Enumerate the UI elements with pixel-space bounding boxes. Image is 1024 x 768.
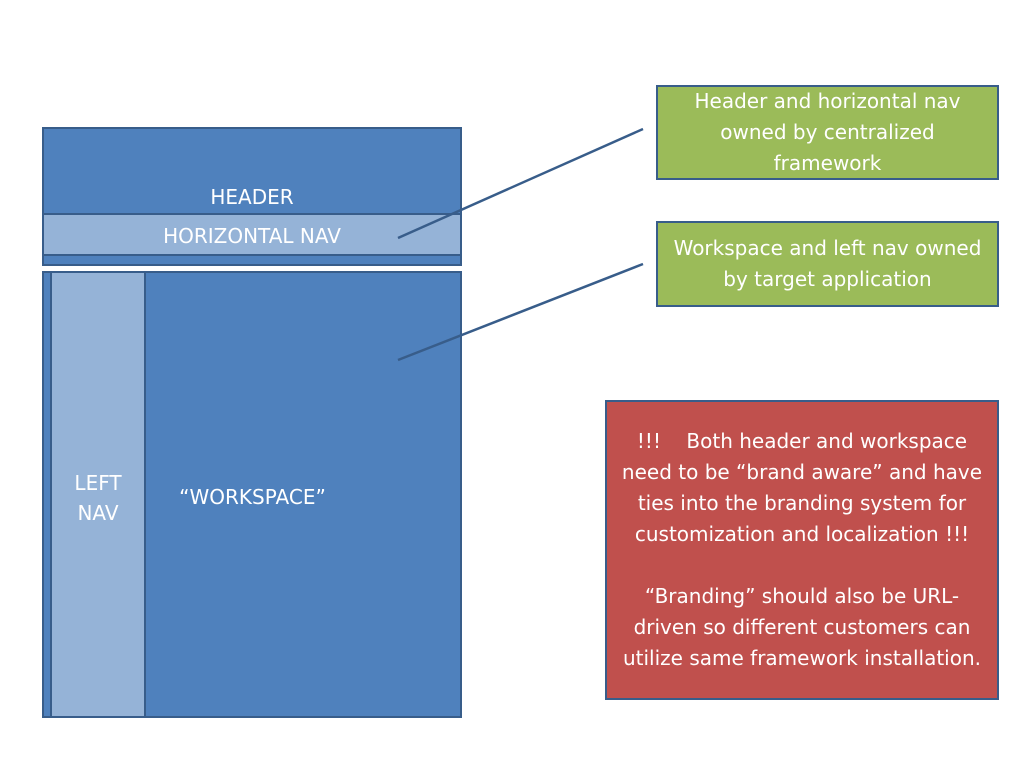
header-nav-ownership-text: Header and horizontal nav owned by centr… <box>694 89 961 175</box>
left-nav-column <box>50 271 146 718</box>
branding-requirements-para-2: “Branding” should also be URL-driven so … <box>622 584 982 670</box>
workspace-ownership-text: Workspace and left nav owned by target a… <box>673 236 982 291</box>
horizontal-nav-bar <box>42 213 462 256</box>
branding-requirements-para-1: !!! Both header and workspace need to be… <box>621 429 989 546</box>
workspace-ownership-note: Workspace and left nav owned by target a… <box>656 221 999 307</box>
left-nav-label: LEFT NAV <box>74 471 122 525</box>
workspace-label: “WORKSPACE” <box>179 485 326 509</box>
header-nav-ownership-note: Header and horizontal nav owned by centr… <box>656 85 999 180</box>
horizontal-nav-label: HORIZONTAL NAV <box>163 224 341 248</box>
header-label: HEADER <box>210 185 294 209</box>
branding-requirements-note: !!! Both header and workspace need to be… <box>605 400 999 700</box>
